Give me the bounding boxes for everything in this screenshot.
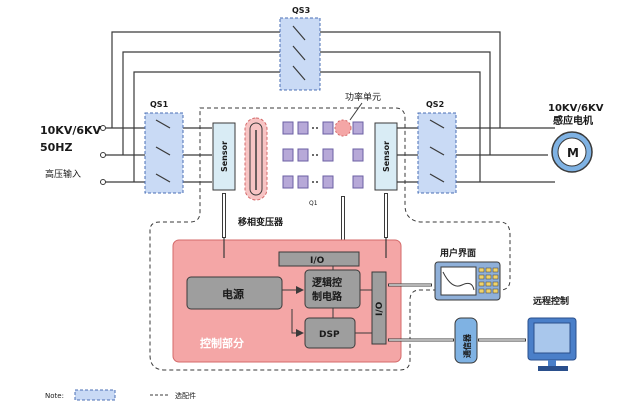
legend-optional-swatch [74,389,116,401]
motor-title-line1: 10KV/6KV [548,103,604,114]
user-interface-label: 用户界面 [439,247,476,259]
legend-optional-label: 选配件 [175,391,196,400]
transformer-label: 移相变压器 [238,216,284,228]
phase-shift-transformer [244,117,268,201]
qs3-label: QS3 [292,6,310,15]
power-unit-label: 功率单元 [345,91,381,103]
svg-text:Sensor: Sensor [220,141,229,172]
qs2-switch [417,112,457,194]
cell-dots [312,127,318,183]
io-top-label: I/O [310,256,325,266]
qs1-switch [144,112,184,194]
io-top-bar [278,251,360,267]
logic-control-label-2: 制电路 [312,290,343,303]
svg-text:M: M [567,146,579,160]
power-supply-block [186,276,283,310]
power-cells [282,121,364,189]
input-frequency-label: 50HZ [40,141,73,154]
qs2-label: QS2 [426,100,444,109]
q1-label: Q1 [309,200,318,207]
motor-title-line2: 感应电机 [553,114,593,127]
motor: M [551,131,593,173]
power-unit-callout [349,102,363,121]
legend-note-label: Note: [45,392,64,400]
control-part-label: 控制部分 [200,336,244,350]
input-terminals [100,125,106,185]
user-interface-device [434,261,501,301]
svg-text:Sensor: Sensor [382,141,391,172]
io-right-bar [371,271,387,345]
sensor-left: Sensor [212,122,236,191]
input-voltage-label: 10KV/6KV [40,124,102,137]
qs3-switch [279,17,321,91]
modem-label: 通信器 [462,333,472,358]
qs1-label: QS1 [150,100,169,109]
remote-control-label: 远程控制 [533,295,569,307]
modem-device [454,317,478,364]
system-boundary [149,107,511,371]
io-right-label: I/O [375,301,385,316]
highlighted-power-unit [334,119,352,137]
remote-computer [527,317,577,371]
power-supply-label: 电源 [222,287,244,301]
internal-connections [282,266,372,337]
dsp-label: DSP [319,330,340,340]
sensor-right: Sensor [374,122,398,191]
logic-control-label-1: 逻辑控 [312,276,342,289]
hv-input-label: 高压输入 [45,168,81,180]
